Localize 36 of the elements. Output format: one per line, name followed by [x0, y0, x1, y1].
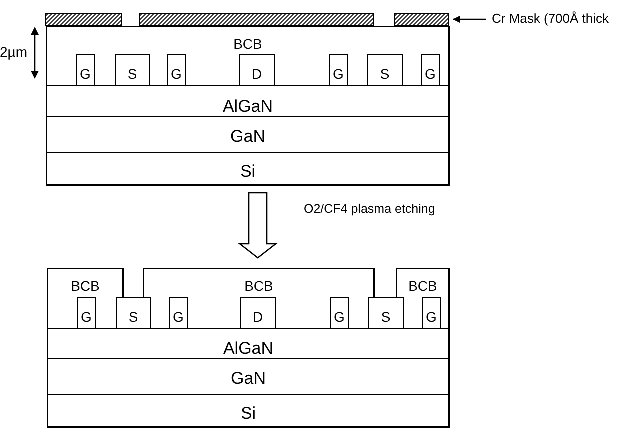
bcb-layer: [143, 268, 375, 328]
cr-mask-bar: [139, 13, 374, 26]
electrode: S: [368, 297, 404, 328]
layer-label: BCB: [234, 37, 262, 51]
edge-label: O2/CF4 plasma etching: [304, 203, 436, 216]
electrode: G: [422, 297, 441, 328]
device-cross-section: [46, 26, 450, 186]
bcb-layer: [47, 268, 124, 328]
electrode: S: [367, 54, 403, 85]
electrode: G: [76, 54, 95, 85]
mask-label: Cr Mask (700Å thick: [492, 8, 628, 29]
layer-label: BCB: [408, 279, 438, 293]
material-layer: AlGaN: [47, 328, 450, 358]
electrode: G: [329, 54, 348, 85]
leader-arrow: [453, 16, 486, 23]
material-layer: AlGaN: [46, 85, 450, 116]
electrode: D: [240, 297, 276, 328]
material-layer: Si: [47, 394, 450, 428]
electrode: G: [330, 297, 349, 328]
process-arrow: [238, 192, 278, 259]
bcb-layer: [396, 268, 450, 328]
electrode: G: [167, 54, 186, 85]
electrode: D: [239, 54, 275, 85]
electrode: G: [169, 297, 188, 328]
layer-label: BCB: [244, 279, 274, 293]
material-layer: GaN: [46, 116, 450, 152]
layer-label: BCB: [71, 279, 100, 293]
dimension-label: 2µm: [0, 45, 28, 59]
material-layer: Si: [46, 152, 450, 186]
electrode: G: [77, 297, 96, 328]
cr-mask-bar: [394, 13, 449, 26]
cr-mask-bar: [45, 13, 122, 26]
electrode: S: [116, 297, 151, 328]
material-layer: GaN: [47, 358, 450, 394]
electrode: G: [421, 54, 440, 85]
electrode: S: [115, 54, 150, 85]
